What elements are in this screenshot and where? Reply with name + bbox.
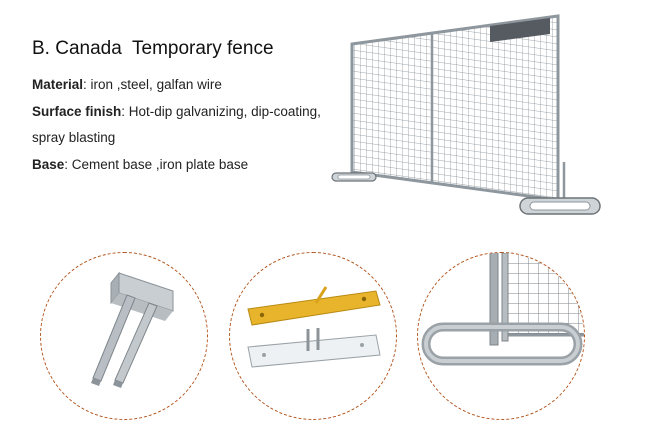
base-line: Base: Cement base ,iron plate base [32,157,248,172]
base-plates-circle [229,252,397,420]
fence-foot-bracket-circle [40,252,208,420]
fence-base-closeup-circle [417,252,585,420]
surface-finish-label: Surface finish [32,104,122,119]
base-plates-image [247,286,381,368]
temporary-fence-panel-image [331,14,601,215]
base-label: Base [32,157,65,172]
surface-finish-value-cont: spray blasting [32,130,116,145]
section-heading: B. Canada Temporary fence [32,38,274,59]
material-label: Material [32,77,84,92]
fence-base-closeup-image [421,253,584,366]
material-value: : iron ,steel, galfan wire [83,77,222,92]
fence-foot-bracket-image [91,271,174,388]
material-line: Material: iron ,steel, galfan wire [32,77,222,92]
surface-finish-line: Surface finish: Hot-dip galvanizing, dip… [32,104,321,119]
base-value: : Cement base ,iron plate base [64,157,249,172]
surface-finish-value: : Hot-dip galvanizing, dip-coating, [121,104,321,119]
surface-finish-line-cont: spray blasting [32,130,115,145]
